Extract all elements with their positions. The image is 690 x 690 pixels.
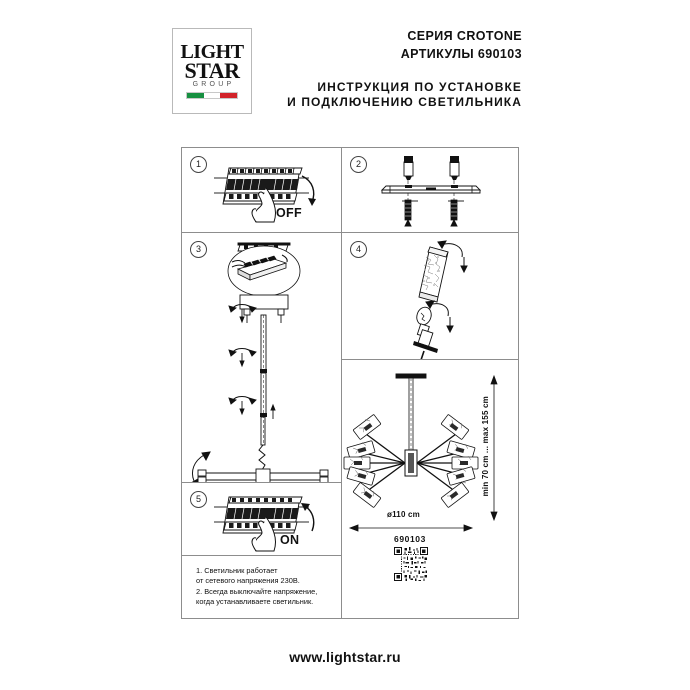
grid-horizontal-divider-3 — [182, 482, 341, 483]
footer-website[interactable]: www.lightstar.ru — [289, 649, 401, 665]
step-number-5: 5 — [190, 491, 207, 508]
logo-line-light: LIGHT — [180, 40, 244, 63]
series-label: СЕРИЯ CROTONE — [407, 29, 522, 43]
notes-text: 1. Светильник работает от сетевого напря… — [196, 566, 336, 608]
qr-code — [394, 547, 428, 581]
product-code-block: 690103 — [366, 368, 496, 581]
step-number-1: 1 — [190, 156, 207, 173]
document-header: LIGHT STAR GROUP СЕРИЯ CROTONE АРТИКУЛЫ … — [172, 28, 522, 116]
glass-shade-bulb-icon — [413, 240, 468, 359]
steps-frame: 1 — [181, 147, 519, 619]
step-panel-4: 4 — [342, 233, 520, 359]
note-line-4: когда устанавливаете светильник. — [196, 597, 314, 607]
step-panel-3: 3 — [182, 233, 341, 482]
step-number-4: 4 — [350, 241, 367, 258]
breaker-panel-hand-on-icon — [214, 496, 315, 552]
diameter-label: ø110 cm — [387, 510, 420, 519]
notes-panel: 1. Светильник работает от сетевого напря… — [182, 556, 341, 619]
note-line-1: 1. Светильник работает — [196, 566, 278, 575]
step-panel-1: 1 — [182, 148, 341, 232]
brand-logo: LIGHT STAR GROUP — [172, 28, 252, 114]
header-text-block: СЕРИЯ CROTONE АРТИКУЛЫ 690103 ИНСТРУКЦИЯ… — [280, 28, 522, 110]
step-panel-5: 5 — [182, 483, 341, 555]
note-line-2: от сетевого напряжения 230В. — [196, 576, 300, 586]
grid-horizontal-divider-4 — [182, 555, 341, 556]
grid-horizontal-divider-1 — [182, 232, 518, 233]
grid-vertical-divider — [341, 148, 342, 618]
step-number-2: 2 — [350, 156, 367, 173]
step-1-caption: OFF — [276, 206, 302, 220]
final-assembly-diagram — [343, 373, 498, 532]
note-line-3: 2. Всегда выключайте напряжение, — [196, 586, 318, 596]
logo-subtitle-group: GROUP — [192, 80, 235, 88]
suspension-rod-terminal-block-icon — [191, 242, 329, 482]
italian-flag-icon — [186, 91, 238, 99]
instruction-title-line2: И ПОДКЛЮЧЕНИЮ СВЕТИЛЬНИКА — [287, 95, 522, 109]
logo-line-star: STAR — [184, 57, 240, 83]
article-label: АРТИКУЛЫ 690103 — [400, 47, 522, 61]
step-number-3: 3 — [190, 241, 207, 258]
breaker-panel-hand-off-icon — [214, 167, 316, 223]
instruction-title-line1: ИНСТРУКЦИЯ ПО УСТАНОВКЕ — [317, 80, 522, 94]
mounting-bracket-screws-icon — [380, 156, 482, 227]
step-5-caption: ON — [280, 533, 300, 547]
step-panel-2: 2 — [342, 148, 520, 232]
grid-horizontal-divider-2 — [342, 359, 518, 360]
product-code-value: 690103 — [394, 534, 426, 544]
assembly-panel: ø110 cm min 70 cm ... max 155 cm 690103 — [342, 360, 520, 619]
